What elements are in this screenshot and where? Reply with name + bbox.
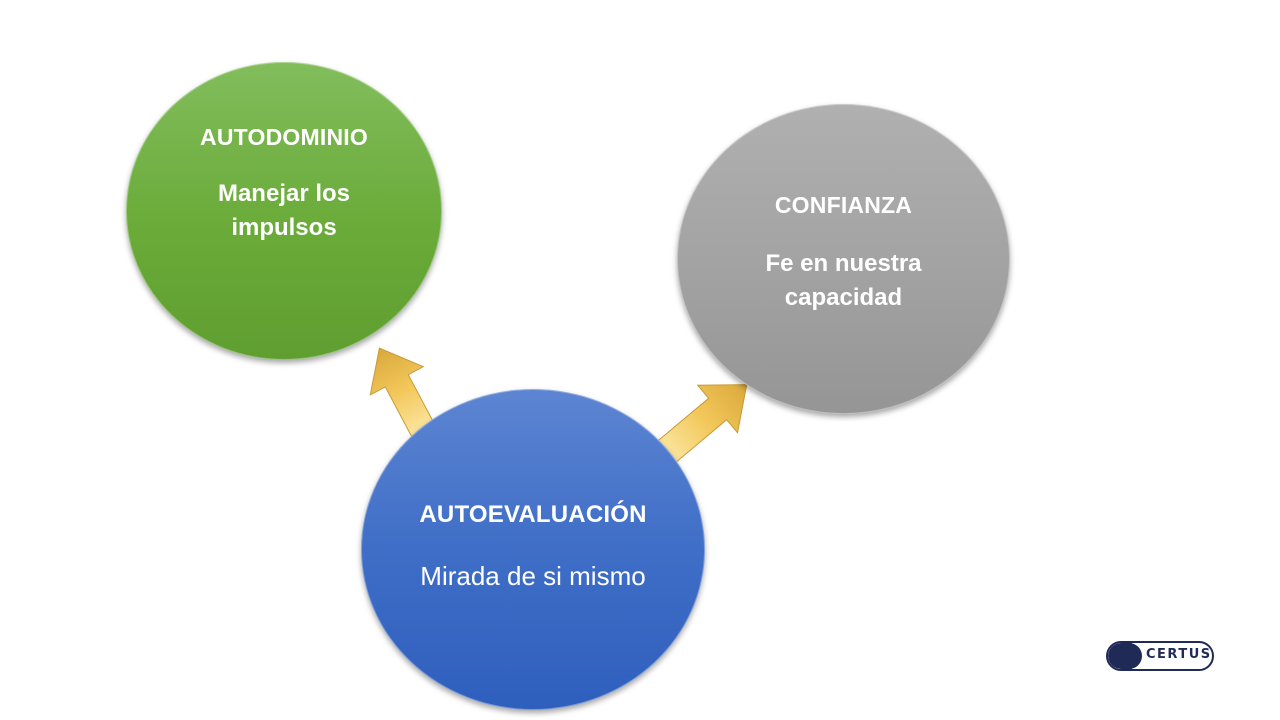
node-confianza: CONFIANZA Fe en nuestra capacidad [677, 104, 1010, 414]
node-autodominio-description: Manejar los impulsos [217, 180, 351, 241]
node-autodominio-title: AUTODOMINIO [200, 124, 368, 150]
node-autoevaluacion: AUTOEVALUACIÓN Mirada de si mismo [361, 389, 705, 710]
node-autodominio: AUTODOMINIO Manejar los impulsos [126, 62, 442, 360]
certus-logo-mark [1108, 643, 1142, 669]
node-autoevaluacion-title: AUTOEVALUACIÓN [419, 501, 647, 528]
node-confianza-title: CONFIANZA [774, 192, 913, 218]
node-autoevaluacion-description: Mirada de si mismo [420, 561, 646, 591]
certus-logo-text: CERTUS [1146, 647, 1212, 662]
node-confianza-description: Fe en nuestra capacidad [765, 250, 922, 311]
certus-logo: CERTUS [1106, 641, 1214, 671]
